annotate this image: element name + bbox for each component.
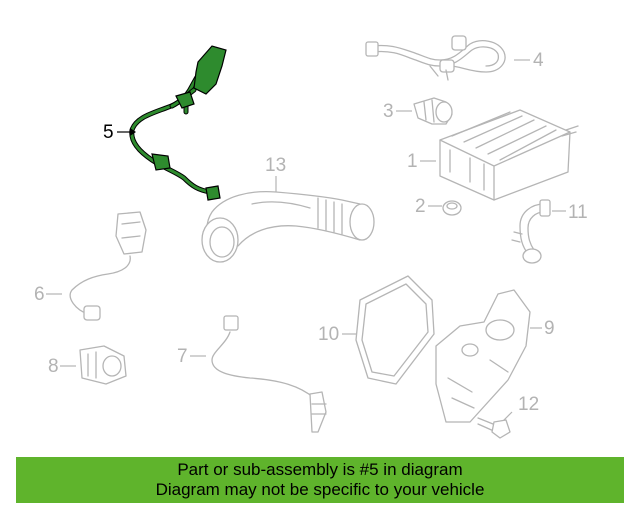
banner-line-1: Part or sub-assembly is #5 in diagram bbox=[177, 460, 463, 479]
callout-3[interactable]: 3 bbox=[383, 101, 394, 122]
part-9-bracket[interactable] bbox=[435, 289, 531, 423]
exploded-parts-diagram: 4 3 1 2 11 13 bbox=[34, 35, 588, 439]
callout-7[interactable]: 7 bbox=[177, 346, 188, 367]
callout-11[interactable]: 11 bbox=[568, 202, 588, 223]
part-13-intake-hose[interactable] bbox=[201, 190, 375, 263]
part-1-canister[interactable] bbox=[439, 109, 579, 201]
callout-13[interactable]: 13 bbox=[265, 155, 286, 176]
callout-5[interactable]: 5 bbox=[103, 122, 114, 143]
part-10-gasket[interactable] bbox=[355, 275, 435, 385]
part-11-elbow-hose[interactable] bbox=[511, 199, 551, 264]
part-12-bolt[interactable] bbox=[477, 417, 511, 439]
part-4-hose[interactable] bbox=[365, 35, 506, 81]
part-7-o2-sensor[interactable] bbox=[211, 315, 327, 433]
part-3-connector[interactable] bbox=[413, 97, 453, 125]
part-5-wiring-harness[interactable] bbox=[129, 45, 227, 201]
part-2-grommet[interactable] bbox=[442, 200, 462, 216]
callout-12[interactable]: 12 bbox=[518, 394, 539, 415]
part-8-clamp[interactable] bbox=[79, 345, 127, 385]
callout-2[interactable]: 2 bbox=[415, 196, 426, 217]
callout-6[interactable]: 6 bbox=[34, 284, 45, 305]
callout-10[interactable]: 10 bbox=[318, 324, 339, 345]
leader-5-arrow bbox=[130, 128, 136, 136]
callout-4[interactable]: 4 bbox=[533, 50, 544, 71]
part-6-sensor[interactable] bbox=[69, 211, 147, 321]
banner-line-2: Diagram may not be specific to your vehi… bbox=[155, 480, 485, 499]
callout-1[interactable]: 1 bbox=[407, 151, 418, 172]
info-banner: Part or sub-assembly is #5 in diagram Di… bbox=[16, 457, 624, 503]
callout-9[interactable]: 9 bbox=[544, 318, 555, 339]
callout-8[interactable]: 8 bbox=[48, 356, 59, 377]
